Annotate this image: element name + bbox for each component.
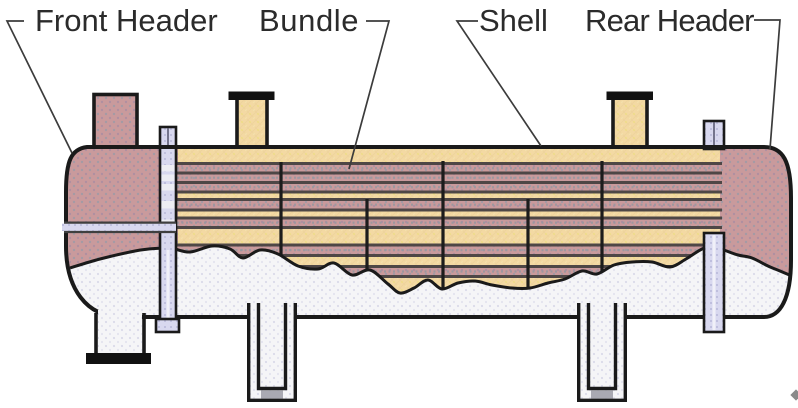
shell-leader <box>455 20 542 147</box>
vessel-outline <box>64 145 793 319</box>
liquid-level-line <box>69 244 791 295</box>
nozzle-flange <box>86 353 151 364</box>
front-header-bottom-nozzle <box>86 310 151 364</box>
front-header-top-nozzle <box>92 92 139 153</box>
nozzle-flange <box>228 91 275 100</box>
bundle-label: Bundle <box>259 3 360 38</box>
shell-label: Shell <box>479 3 548 38</box>
shell-inlet-nozzle <box>228 91 275 153</box>
tube-walls <box>177 162 722 278</box>
leader-lines <box>5 19 781 170</box>
bundle-leader <box>348 20 391 170</box>
front-header-label: Front Header <box>35 3 218 38</box>
rear-header-label: Rear Header <box>585 3 754 38</box>
corner-mark <box>790 389 798 401</box>
saddle-support-front <box>247 303 297 402</box>
tubes <box>177 165 722 275</box>
rear-header-leader <box>754 19 781 150</box>
shell-outlet-nozzle <box>606 91 653 153</box>
baffles <box>279 161 604 291</box>
saddle-support-rear <box>577 303 627 402</box>
front-header-leader <box>5 20 73 154</box>
nozzle-flange <box>606 91 653 100</box>
pass-partition <box>62 221 176 234</box>
rear-tubesheet <box>701 119 727 334</box>
tubesheet-flange <box>154 317 181 334</box>
